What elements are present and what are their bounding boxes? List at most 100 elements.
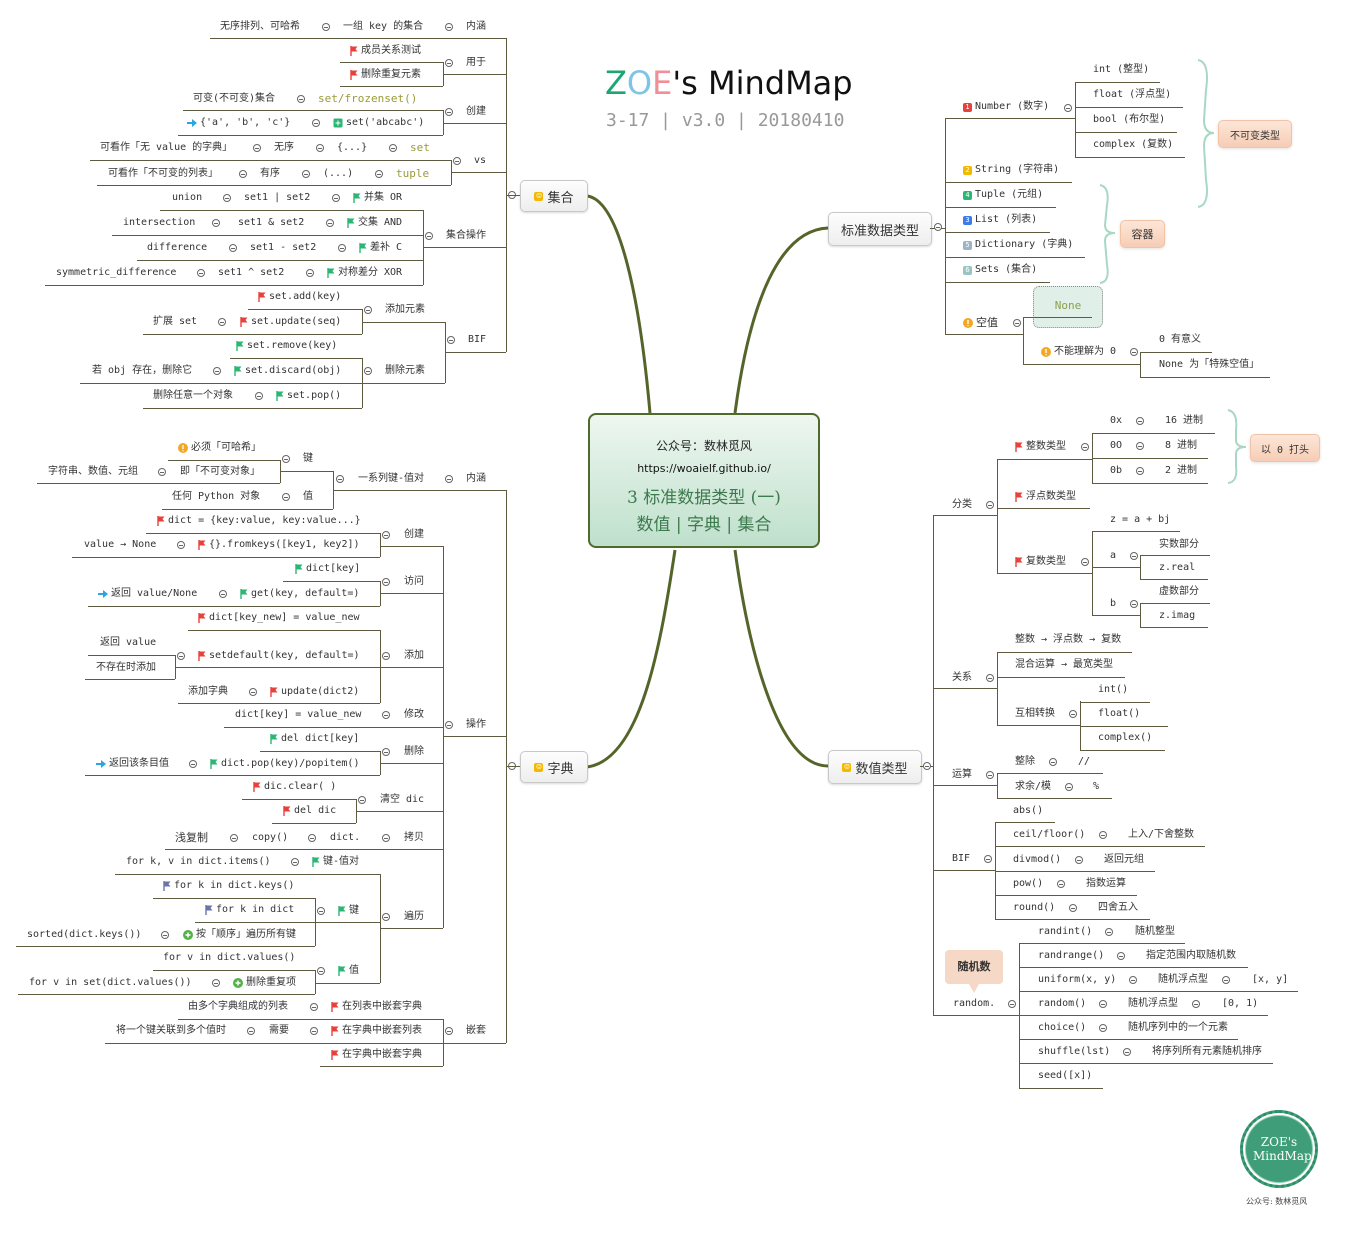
site-url[interactable]: https://woaielf.github.io/ bbox=[637, 462, 771, 475]
collapse-toggle-icon[interactable] bbox=[1057, 880, 1065, 888]
node-label[interactable]: 可看作「不可变的列表」 bbox=[108, 166, 218, 182]
collapse-toggle-icon[interactable] bbox=[312, 119, 320, 127]
node-label[interactable]: % bbox=[1093, 779, 1099, 795]
node-label[interactable]: 任何 Python 对象 bbox=[172, 489, 260, 505]
collapse-toggle-icon[interactable] bbox=[316, 144, 324, 152]
node-label[interactable]: round() bbox=[1013, 900, 1055, 916]
node-label[interactable]: 差补 C bbox=[359, 240, 402, 256]
node-label[interactable]: 求余/模 bbox=[1015, 779, 1051, 795]
node-label[interactable]: ceil/floor() bbox=[1013, 827, 1085, 843]
node-label[interactable]: dict[key] bbox=[295, 561, 360, 577]
node-label[interactable]: 添加元素 bbox=[385, 302, 425, 318]
collapse-toggle-icon[interactable] bbox=[308, 834, 316, 842]
node-label[interactable]: 内涵 bbox=[466, 19, 486, 35]
node-label[interactable]: random. bbox=[953, 996, 995, 1012]
node-label[interactable]: 在字典中嵌套字典 bbox=[331, 1047, 422, 1063]
collapse-toggle-icon[interactable] bbox=[212, 979, 220, 987]
collapse-toggle-icon[interactable] bbox=[453, 157, 461, 165]
node-label[interactable]: 操作 bbox=[466, 717, 486, 733]
collapse-toggle-icon[interactable] bbox=[382, 531, 390, 539]
collapse-toggle-icon[interactable] bbox=[375, 170, 383, 178]
node-label[interactable]: 有序 bbox=[260, 166, 280, 182]
collapse-toggle-icon[interactable] bbox=[310, 1003, 318, 1011]
node-label[interactable]: float (浮点型) bbox=[1093, 87, 1171, 103]
node-label[interactable]: 清空 dic bbox=[380, 792, 424, 808]
collapse-toggle-icon[interactable] bbox=[445, 23, 453, 31]
node-label[interactable]: set.add(key) bbox=[258, 289, 341, 305]
node-label[interactable]: set.remove(key) bbox=[236, 338, 337, 354]
node-label[interactable]: 将一个键关联到多个值时 bbox=[116, 1023, 226, 1039]
node-label[interactable]: a bbox=[1110, 548, 1116, 564]
collapse-toggle-icon[interactable] bbox=[189, 760, 197, 768]
collapse-toggle-icon[interactable] bbox=[1136, 417, 1144, 425]
node-label[interactable]: 可看作「无 value 的字典」 bbox=[100, 140, 232, 156]
node-label[interactable]: [0, 1) bbox=[1222, 996, 1258, 1012]
collapse-toggle-icon[interactable] bbox=[1069, 904, 1077, 912]
collapse-toggle-icon[interactable] bbox=[1049, 758, 1057, 766]
collapse-toggle-icon[interactable] bbox=[297, 95, 305, 103]
node-label[interactable]: 返回元组 bbox=[1104, 852, 1144, 868]
collapse-toggle-icon[interactable] bbox=[984, 855, 992, 863]
node-label[interactable]: set bbox=[410, 140, 430, 156]
collapse-toggle-icon[interactable] bbox=[218, 318, 226, 326]
node-label[interactable]: difference bbox=[147, 240, 207, 256]
node-label[interactable]: 16 进制 bbox=[1165, 413, 1203, 429]
collapse-toggle-icon[interactable] bbox=[158, 468, 166, 476]
node-label[interactable]: 实数部分 bbox=[1159, 537, 1199, 553]
collapse-toggle-icon[interactable] bbox=[1099, 1024, 1107, 1032]
collapse-toggle-icon[interactable] bbox=[1013, 319, 1021, 327]
node-label[interactable]: complex() bbox=[1098, 730, 1152, 746]
node-label[interactable]: 删除重复元素 bbox=[350, 67, 421, 83]
node-label[interactable]: 上入/下舍整数 bbox=[1128, 827, 1194, 843]
node-label[interactable]: for k in dict bbox=[205, 902, 294, 918]
collapse-toggle-icon[interactable] bbox=[1136, 467, 1144, 475]
node-label[interactable]: 对称差分 XOR bbox=[327, 265, 402, 281]
collapse-toggle-icon[interactable] bbox=[177, 541, 185, 549]
node-label[interactable]: 添加字典 bbox=[188, 684, 228, 700]
node-label[interactable]: for k, v in dict.items() bbox=[126, 854, 271, 870]
collapse-toggle-icon[interactable] bbox=[1130, 552, 1138, 560]
collapse-toggle-icon[interactable] bbox=[1130, 600, 1138, 608]
node-label[interactable]: 浮点数类型 bbox=[1015, 489, 1076, 505]
collapse-toggle-icon[interactable] bbox=[1130, 348, 1138, 356]
node-label[interactable]: divmod() bbox=[1013, 852, 1061, 868]
node-label[interactable]: 键 bbox=[338, 903, 359, 919]
node-label[interactable]: 添加 bbox=[404, 648, 424, 664]
collapse-toggle-icon[interactable] bbox=[229, 244, 237, 252]
node-label[interactable]: 整数 → 浮点数 → 复数 bbox=[1015, 632, 1121, 648]
collapse-toggle-icon[interactable] bbox=[445, 475, 453, 483]
collapse-toggle-icon[interactable] bbox=[1222, 976, 1230, 984]
node-label[interactable]: 并集 OR bbox=[353, 190, 402, 206]
collapse-toggle-icon[interactable] bbox=[364, 367, 372, 375]
collapse-toggle-icon[interactable] bbox=[247, 1027, 255, 1035]
node-label[interactable]: int (整型) bbox=[1093, 62, 1149, 78]
node-label[interactable]: b bbox=[1110, 596, 1116, 612]
node-label[interactable]: 0O bbox=[1110, 438, 1122, 454]
collapse-toggle-icon[interactable] bbox=[445, 721, 453, 729]
node-label[interactable]: 创建 bbox=[404, 527, 424, 543]
collapse-toggle-icon[interactable] bbox=[1008, 1000, 1016, 1008]
node-label[interactable]: 空值 bbox=[963, 315, 998, 331]
node-label[interactable]: 整除 bbox=[1015, 754, 1035, 770]
node-label[interactable]: 键 bbox=[303, 451, 313, 467]
collapse-toggle-icon[interactable] bbox=[223, 194, 231, 202]
node-label[interactable]: intersection bbox=[123, 215, 195, 231]
node-label[interactable]: complex (复数) bbox=[1093, 137, 1173, 153]
collapse-toggle-icon[interactable] bbox=[382, 913, 390, 921]
node-label[interactable]: 0x bbox=[1110, 413, 1122, 429]
node-label[interactable]: 若 obj 存在，删除它 bbox=[92, 363, 192, 379]
collapse-toggle-icon[interactable] bbox=[255, 392, 263, 400]
collapse-toggle-icon[interactable] bbox=[230, 834, 238, 842]
node-label[interactable]: 整数类型 bbox=[1015, 439, 1066, 455]
node-label[interactable]: abs() bbox=[1013, 803, 1043, 819]
collapse-toggle-icon[interactable] bbox=[326, 219, 334, 227]
collapse-toggle-icon[interactable] bbox=[986, 501, 994, 509]
node-label[interactable]: for k in dict.keys() bbox=[163, 878, 294, 894]
node-label[interactable]: 键-值对 bbox=[312, 854, 359, 870]
collapse-toggle-icon[interactable] bbox=[197, 269, 205, 277]
node-label[interactable]: value → None bbox=[84, 537, 156, 553]
node-label[interactable]: choice() bbox=[1038, 1020, 1086, 1036]
